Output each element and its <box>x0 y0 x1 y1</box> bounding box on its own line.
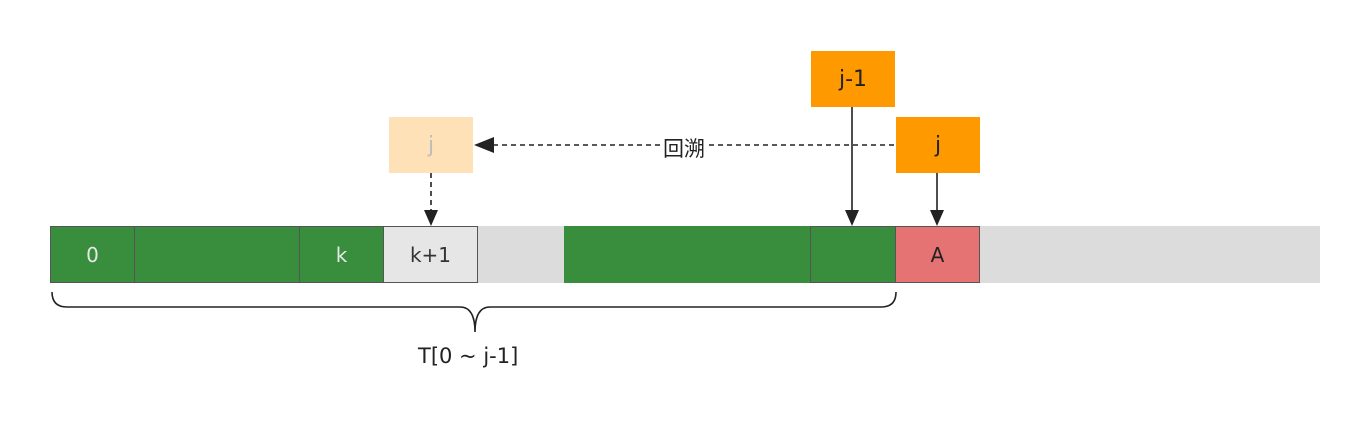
cell-label: k <box>335 242 348 267</box>
pointer-j: j <box>896 117 980 173</box>
array-cell-matched-suffix <box>564 226 811 283</box>
cell-label: 0 <box>86 242 99 267</box>
array-cell-0: 0 <box>50 226 135 283</box>
range-brace <box>51 291 897 333</box>
pointer-j-backtracked: j <box>389 117 473 173</box>
pointer-j-minus-1: j-1 <box>811 51 895 107</box>
array-cell-k: k <box>299 226 384 283</box>
pointer-label: j-1 <box>838 66 868 92</box>
array-cell-j-minus-1 <box>810 226 896 283</box>
array-cell-mismatch: A <box>895 226 980 283</box>
prefix-range-label: T[0 ~ j-1] <box>418 344 519 368</box>
cell-label: A <box>930 242 945 267</box>
arrowhead-j-to-k-plus-1 <box>424 210 438 226</box>
arrowhead-j-minus-1 <box>845 210 859 226</box>
array-cell-k-plus-1: k+1 <box>383 226 478 283</box>
pointer-label: j <box>427 132 435 158</box>
arrowhead-j <box>930 210 944 226</box>
cell-label: k+1 <box>409 242 452 267</box>
backtrack-label: 回溯 <box>660 133 708 163</box>
pointer-label: j <box>934 132 942 158</box>
arrowhead-backtrack <box>474 137 494 153</box>
